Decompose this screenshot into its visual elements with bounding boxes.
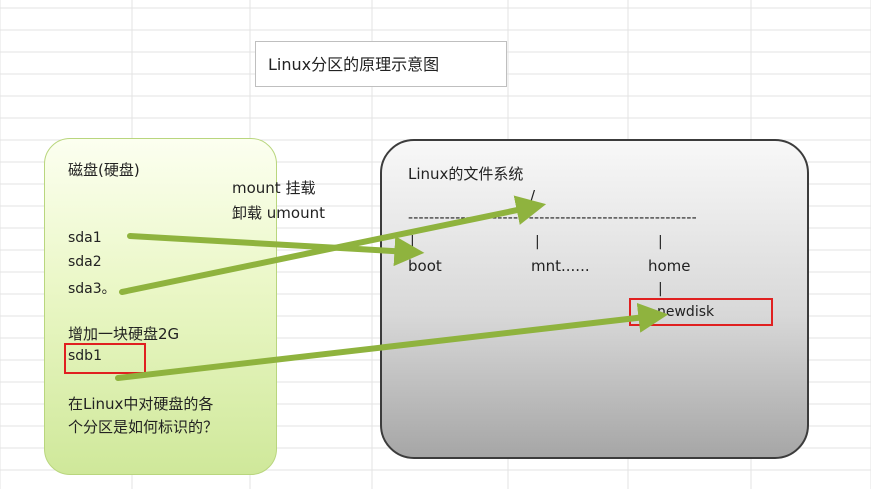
tree-pipe: |: [410, 234, 415, 250]
filesystem-heading: Linux的文件系统: [408, 165, 524, 183]
tree-pipe: |: [658, 281, 663, 297]
dir-newdisk: newdisk: [657, 304, 715, 320]
umount-label: 卸载 umount: [232, 204, 325, 222]
partition-label: sda3。: [68, 281, 116, 297]
disk-panel: [44, 138, 277, 475]
tree-dash-line: ----------------------------------------…: [408, 210, 697, 226]
disk-heading: 磁盘(硬盘): [68, 161, 140, 179]
newdisk-highlight-box: [629, 298, 773, 326]
new-partition-label: sdb1: [68, 348, 102, 364]
partition-label: sda2: [68, 254, 102, 270]
diagram-title-box: Linux分区的原理示意图: [255, 41, 507, 87]
question-line-2: 个分区是如何标识的？: [68, 418, 219, 436]
tree-pipe: |: [535, 234, 540, 250]
partition-label: sda1: [68, 230, 102, 246]
add-disk-label: 增加一块硬盘2G: [68, 325, 180, 343]
root-slash: /: [530, 187, 536, 205]
question-line-1: 在Linux中对硬盘的各: [68, 395, 214, 413]
dir-home: home: [648, 257, 691, 275]
dir-boot: boot: [408, 257, 442, 275]
mount-label: mount 挂载: [232, 179, 316, 197]
tree-pipe: |: [658, 234, 663, 250]
dir-mnt: mnt......: [531, 257, 590, 275]
diagram-title: Linux分区的原理示意图: [268, 55, 440, 74]
